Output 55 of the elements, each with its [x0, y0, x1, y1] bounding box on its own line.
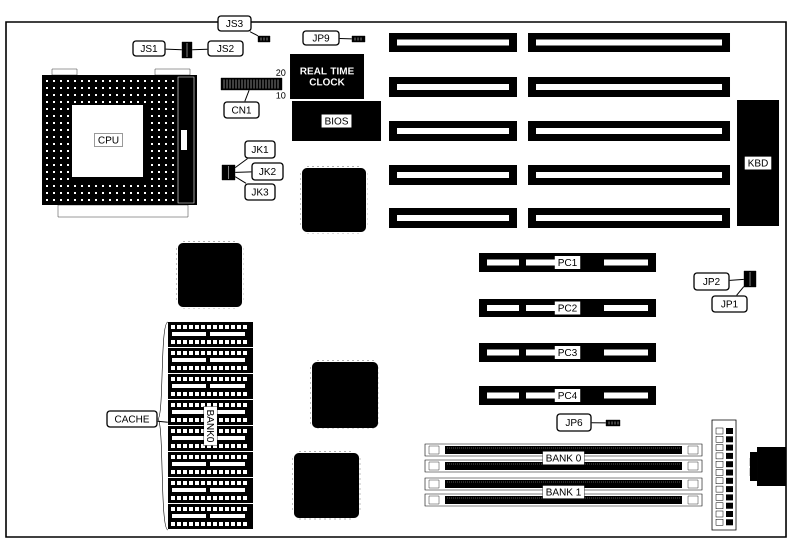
leader-line	[729, 278, 744, 281]
leader-line	[157, 420, 168, 423]
leader-line	[192, 48, 208, 50]
leader-line	[250, 31, 258, 36]
callout-label: CN1	[223, 101, 260, 119]
keyboard-connector: KBD	[737, 100, 780, 226]
leader-line	[234, 158, 248, 168]
callout-label: JS2	[207, 40, 244, 57]
pin-number: 20	[276, 69, 286, 76]
callout-label: JP6	[556, 413, 592, 432]
expansion-slot	[389, 208, 517, 228]
cache-memory-bank: BANK0	[168, 322, 253, 529]
expansion-slot	[389, 33, 517, 52]
bios-chip: BIOS	[292, 101, 381, 141]
leader-line	[244, 90, 250, 102]
memory-slot-pair: BANK 1	[424, 478, 702, 506]
clock-chip: REAL TIME CLOCK	[290, 54, 364, 99]
expansion-slot	[389, 121, 517, 141]
callout-label: JP2	[693, 272, 730, 291]
callout-label: JK1	[244, 140, 276, 159]
leader-line	[339, 38, 352, 40]
callout-label: JK2	[251, 162, 284, 181]
pci-slot: PC3	[479, 343, 656, 362]
callout-label: CACHE	[106, 410, 158, 428]
expansion-slot	[389, 77, 517, 97]
callout-label: JS3	[217, 15, 252, 32]
jumper	[182, 42, 192, 58]
leader-line	[165, 48, 182, 50]
leader-line	[591, 422, 606, 424]
callout-label: JK3	[244, 183, 276, 201]
callout-label: JS1	[132, 40, 166, 57]
leader-line	[234, 176, 247, 184]
node-label: BANK0	[206, 410, 214, 442]
expansion-slot	[528, 33, 730, 52]
cpu-socket: CPU	[42, 68, 197, 218]
memory-slot-pair: BANK 0	[424, 444, 702, 472]
expansion-slot	[528, 121, 730, 141]
pin-number: 10	[276, 92, 286, 99]
expansion-slot	[528, 208, 730, 228]
pci-slot: PC2	[479, 299, 656, 317]
expansion-slot	[389, 165, 517, 185]
callout-label: JP1	[711, 295, 748, 313]
jumper	[222, 164, 236, 180]
jumper	[352, 36, 366, 42]
pin-header	[220, 78, 282, 90]
pci-slot: PC4	[479, 386, 656, 405]
pci-slot: PC1	[479, 253, 656, 272]
leader-line	[736, 286, 744, 296]
jumper	[606, 420, 620, 426]
expansion-slot	[528, 165, 730, 185]
callout-label: JP9	[302, 30, 340, 46]
leader-line	[234, 171, 252, 173]
jumper	[258, 36, 270, 42]
expansion-slot	[528, 77, 730, 97]
jumper	[744, 270, 756, 288]
